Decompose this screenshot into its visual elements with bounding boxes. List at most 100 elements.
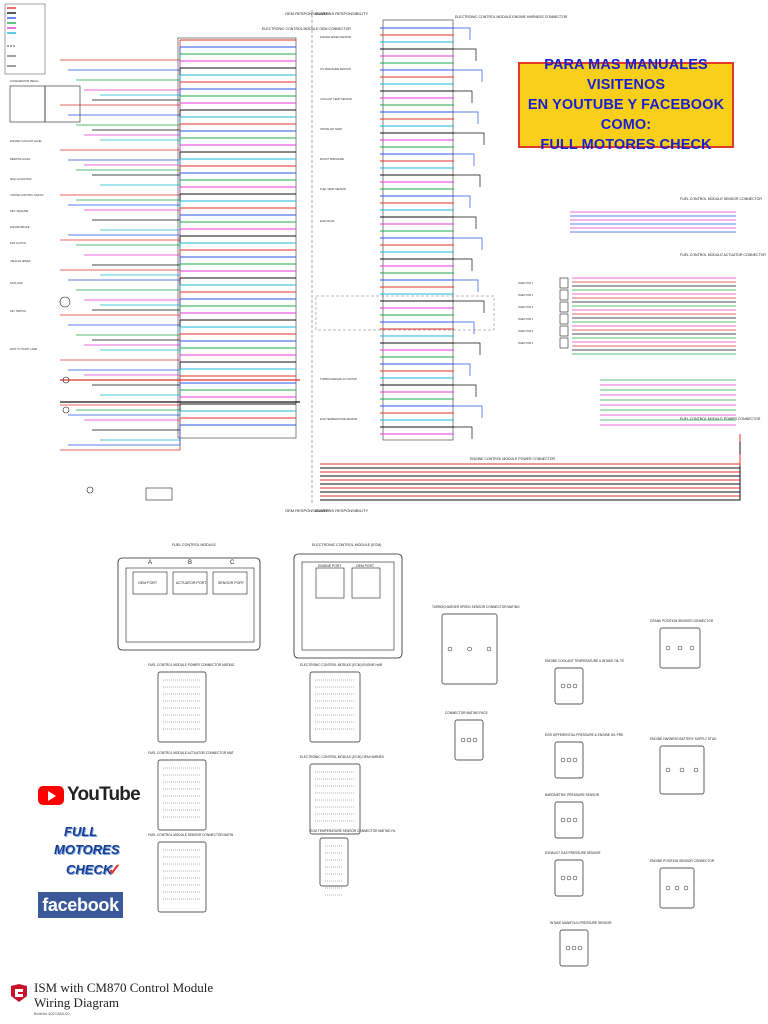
left-label-4: CRUISE CONTROL ON/OFF [10,193,44,197]
connector-pin [572,683,578,689]
oem-wire [84,145,181,166]
oem-wire-bundle [60,39,296,451]
connector-pin [447,646,453,652]
connector-face-10 [554,801,584,839]
cummins-logo-icon [11,984,27,1002]
oem-wire [84,187,181,211]
connector-pin [560,757,566,763]
left-label-0: ACCELERATOR PEDAL [10,79,39,83]
banner-line-3: FULL MOTORES CHECK [540,137,712,153]
oem-wire [100,327,181,351]
oem-wire [76,222,181,246]
power-wire [320,470,741,501]
connector-face-label-14: ENGINE HARNESS BATTERY SUPPLY STUD [650,737,717,741]
ecm-oem-connector [177,37,297,439]
connector-face-label-8: ENGINE COOLANT TEMPERATURE & INTAKE OIL … [545,659,624,663]
brand-line-1: FULL [64,824,98,839]
injectors [559,277,569,349]
oem-wire [92,194,181,221]
connector-face-label-2: FUEL CONTROL MODULE SENSOR CONNECTOR MAT… [148,833,234,837]
oem-wire [100,117,181,141]
power-wire [320,450,741,473]
full-motores-check-logo[interactable]: FULL MOTORES CHECK ✓ [54,822,124,888]
connector-face-label-12: INTAKE MANIFOLD PRESSURE SENSOR [550,921,612,925]
engine-run-wire [454,342,481,355]
brand-line-3: CHECK [66,862,113,877]
oem-wire [100,285,181,306]
title-sub: Wiring Diagram [34,995,120,1010]
right-label-2: COOLANT TEMP SENSOR [320,97,352,101]
fuel-sensor-connector-label: FUEL CONTROL MODULE SENSOR CONNECTOR [680,197,762,201]
right-label-5: FUEL TEMP SENSOR [320,187,346,191]
oem-wire [60,292,181,316]
connector-face-13 [659,627,701,669]
oem-wire [84,355,181,376]
oem-wire [92,110,181,131]
engine-run-wire [454,300,485,313]
right-label-0: ENGINE SPEED SENSOR [320,35,351,39]
engine-run-wire [454,258,473,271]
connector-face-label-11: EXHAUST GAS PRESSURE SENSOR [545,851,601,855]
left-label-9: DATA LINK [10,281,23,285]
connector-pin [577,945,583,951]
connector-face-9 [554,741,584,779]
oem-wire [60,124,181,151]
injector-label-3: INJECTOR 4 [518,317,534,321]
connector-pin [466,737,472,743]
right-label-3: INTAKE AIR TEMP [320,127,342,131]
injector-label-4: INJECTOR 5 [518,329,534,333]
connector-face-label-15: ENGINE POSITION SENSOR CONNECTOR [650,859,715,863]
left-label-11: WAIT TO START LAMP [10,347,38,351]
connector-face-14 [659,745,705,795]
connector-pin [679,767,685,773]
oem-wire [60,334,181,361]
connector-diagrams: FUEL CONTROL MODULE A B C OEM PORT ACTUA… [117,543,717,967]
brand-line-2: MOTORES [54,842,120,857]
engine-run-wire [454,279,479,292]
connector-face-label-0: FUEL CONTROL MODULE POWER CONNECTOR MATI… [148,663,235,667]
injector-label-2: INJECTOR 3 [518,305,534,309]
title-block: ISM with CM870 Control Module Wiring Dia… [8,976,308,1022]
oem-responsibility-top: OEM RESPONSIBILITY [285,11,328,16]
left-label-7: FAN CLUTCH [10,241,26,245]
oem-wire [92,152,181,176]
oem-wire [92,404,181,431]
left-label-1: ENGINE COOLANT LEVEL [10,139,43,143]
oem-wire [76,180,181,201]
oem-wire [76,264,181,291]
connector-pin [566,757,572,763]
oem-wire [68,299,181,326]
connector-face-label-6: TURBOCHARGER SPEED SENSOR CONNECTOR MATI… [432,605,520,609]
connector-face-8 [554,667,584,705]
oem-wire [68,257,181,281]
fuel-actuator-connector-label: FUEL CONTROL MODULE ACTUATOR CONNECTOR [680,253,766,257]
youtube-wordmark: YouTube [67,784,141,805]
wiring-diagram: OEM RESPONSIBILITY CUMMINS RESPONSIBILIT… [4,3,766,513]
connector-face-label-5: ECM TEMPERATURE SENSOR CONNECTOR MATING … [310,829,396,833]
fuel-port-letter-a: A [148,560,152,566]
title-main: ISM with CM870 Control Module [34,980,214,995]
connector-pin [572,875,578,881]
connector-pin [560,683,566,689]
facebook-logo[interactable]: facebook [38,892,123,918]
ecm-module: ELECTRONIC CONTROL MODULE (ECM) ENGINE P… [293,543,403,659]
connector-pin [566,817,572,823]
engine-run-wire [454,69,483,82]
connector-pin [472,737,478,743]
connector-face-1 [157,759,207,831]
left-label-3: IDLE VALIDATION [10,177,32,181]
banner-line-1: PARA MAS MANUALES VISITENOS [544,57,708,93]
injector-label-5: INJECTOR 6 [518,341,534,345]
youtube-logo[interactable]: YouTube [38,784,141,810]
engine-run-wire [454,363,471,376]
right-sensor-labels: ENGINE SPEED SENSOR OIL PRESSURE SENSOR … [320,35,358,421]
connector-face-7 [454,719,484,761]
power-wire [320,462,741,485]
banner-line-2: EN YOUTUBE Y FACEBOOK COMO: [527,97,725,133]
oem-wire [84,61,181,91]
right-label-7: TURBOCHARGER ACTUATOR [320,377,357,381]
connector-face-6 [441,613,498,685]
injector-labels: INJECTOR 1 INJECTOR 2 INJECTOR 3 INJECTO… [518,281,534,345]
oem-wire [84,229,181,256]
left-label-2: REMOTE ACCEL [10,157,31,161]
